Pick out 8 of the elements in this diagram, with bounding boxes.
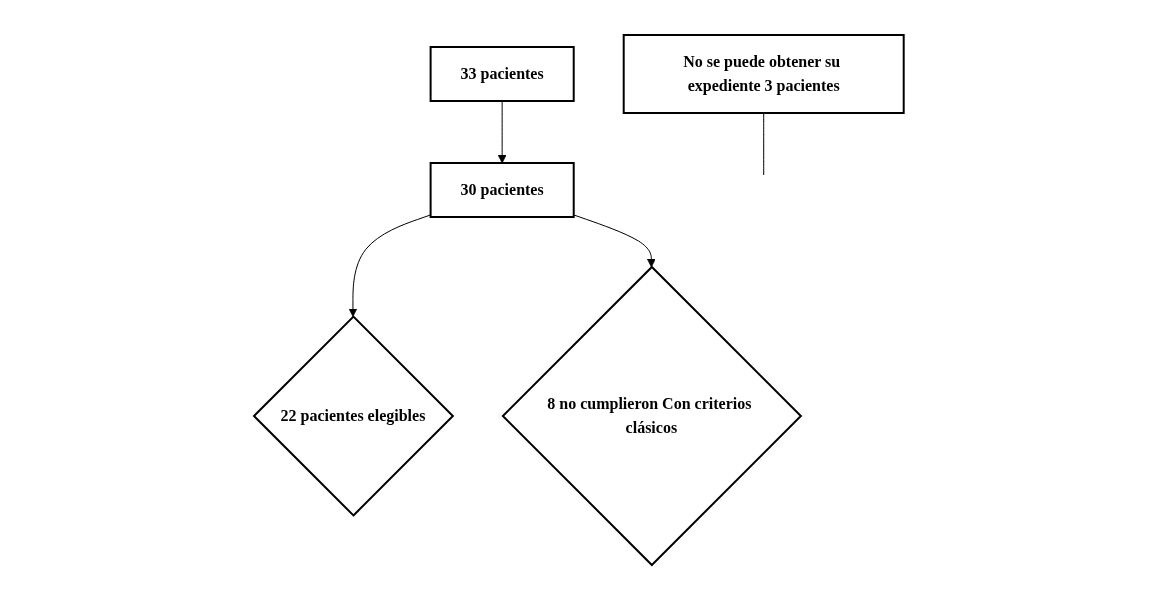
node-box: 30 pacientes [429,162,575,218]
node-diamond: 8 no cumplieron Con criterios clásicos [501,265,803,567]
node-box: No se puede obtener su expediente 3 pacientes [622,34,905,114]
arrow [573,214,656,268]
arrow [497,100,507,164]
node-diamond: 22 pacientes elegibles [252,315,455,517]
connector [763,112,765,176]
node-box: 33 pacientes [429,46,575,102]
